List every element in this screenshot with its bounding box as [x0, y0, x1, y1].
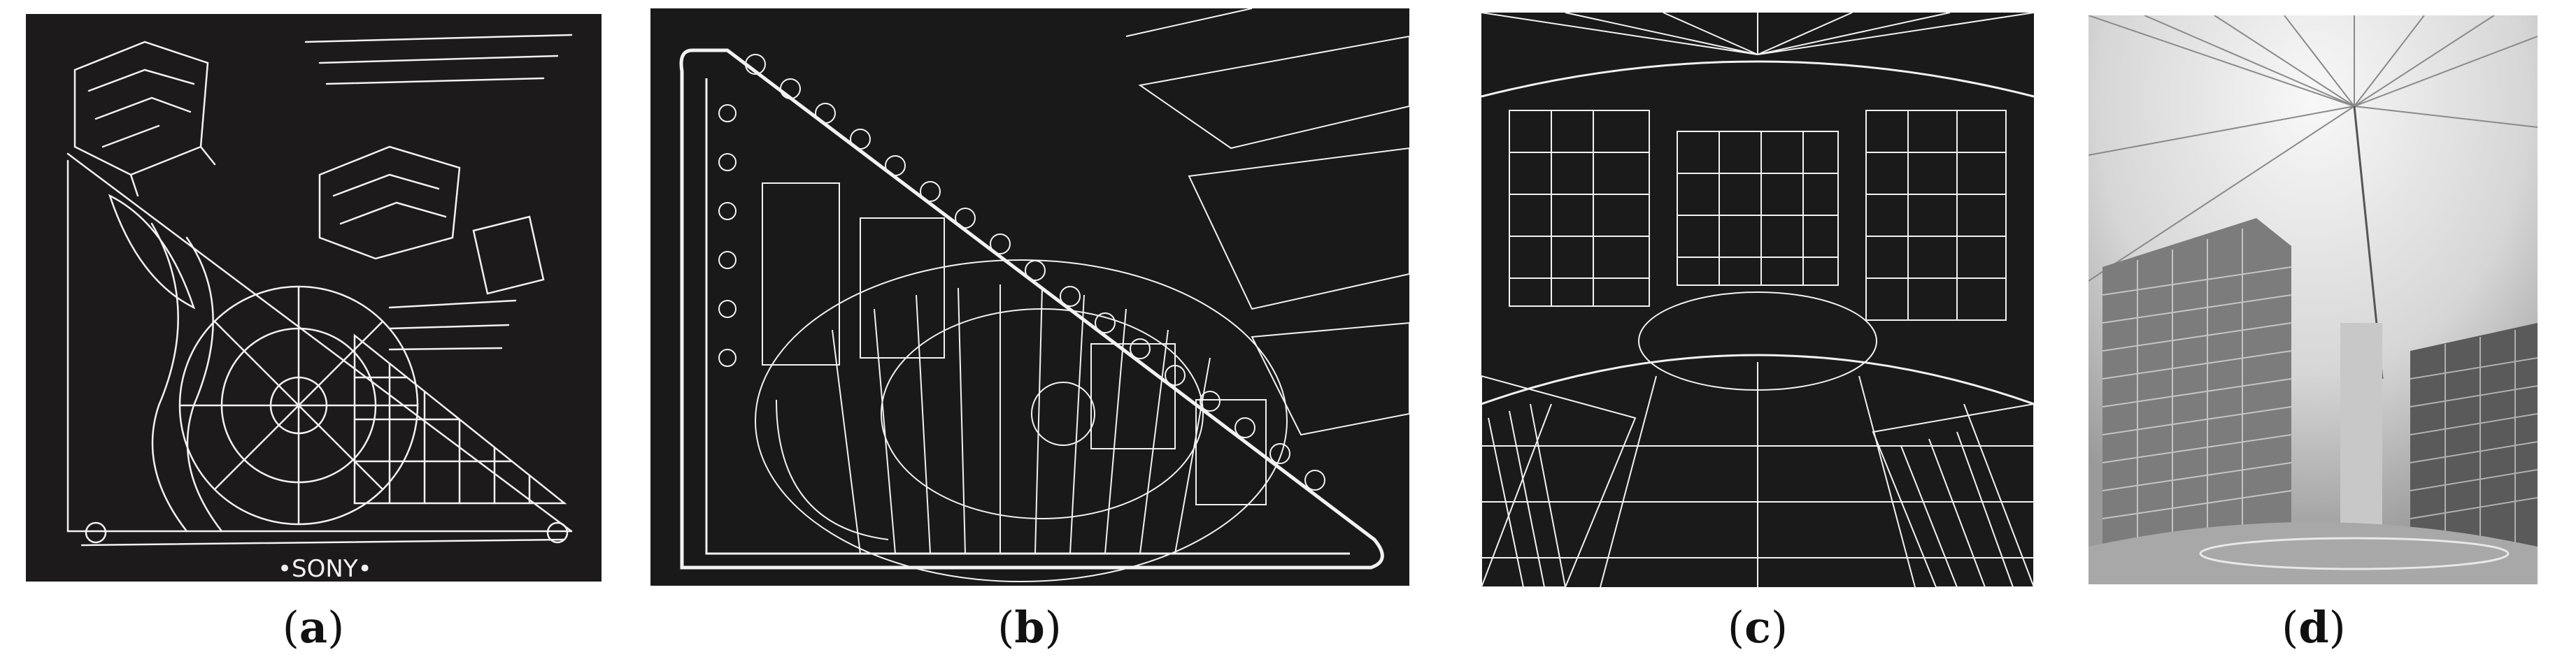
- perspective-drawing: [1481, 13, 2034, 587]
- caption-d: (d): [2282, 602, 2346, 653]
- site-plan-drawing: [679, 8, 1409, 582]
- caption-b-label: b: [1014, 602, 1045, 653]
- caption-a: (a): [282, 602, 345, 653]
- panel-d-photograph: [2088, 15, 2538, 584]
- sketch-drawing: •SONY•: [66, 34, 573, 582]
- caption-c: (c): [1727, 602, 1788, 653]
- caption-b: (b): [997, 602, 1062, 653]
- atrium-photo: [2088, 15, 2538, 584]
- caption-a-label: a: [299, 602, 328, 653]
- sketch-annotation-sony: •SONY•: [278, 555, 372, 582]
- caption-c-label: c: [1744, 602, 1771, 653]
- caption-d-label: d: [2298, 602, 2329, 653]
- panel-a-sketch: •SONY•: [26, 14, 602, 582]
- panel-c-perspective-drawing: [1481, 13, 2034, 587]
- panel-b-site-plan: [650, 8, 1409, 586]
